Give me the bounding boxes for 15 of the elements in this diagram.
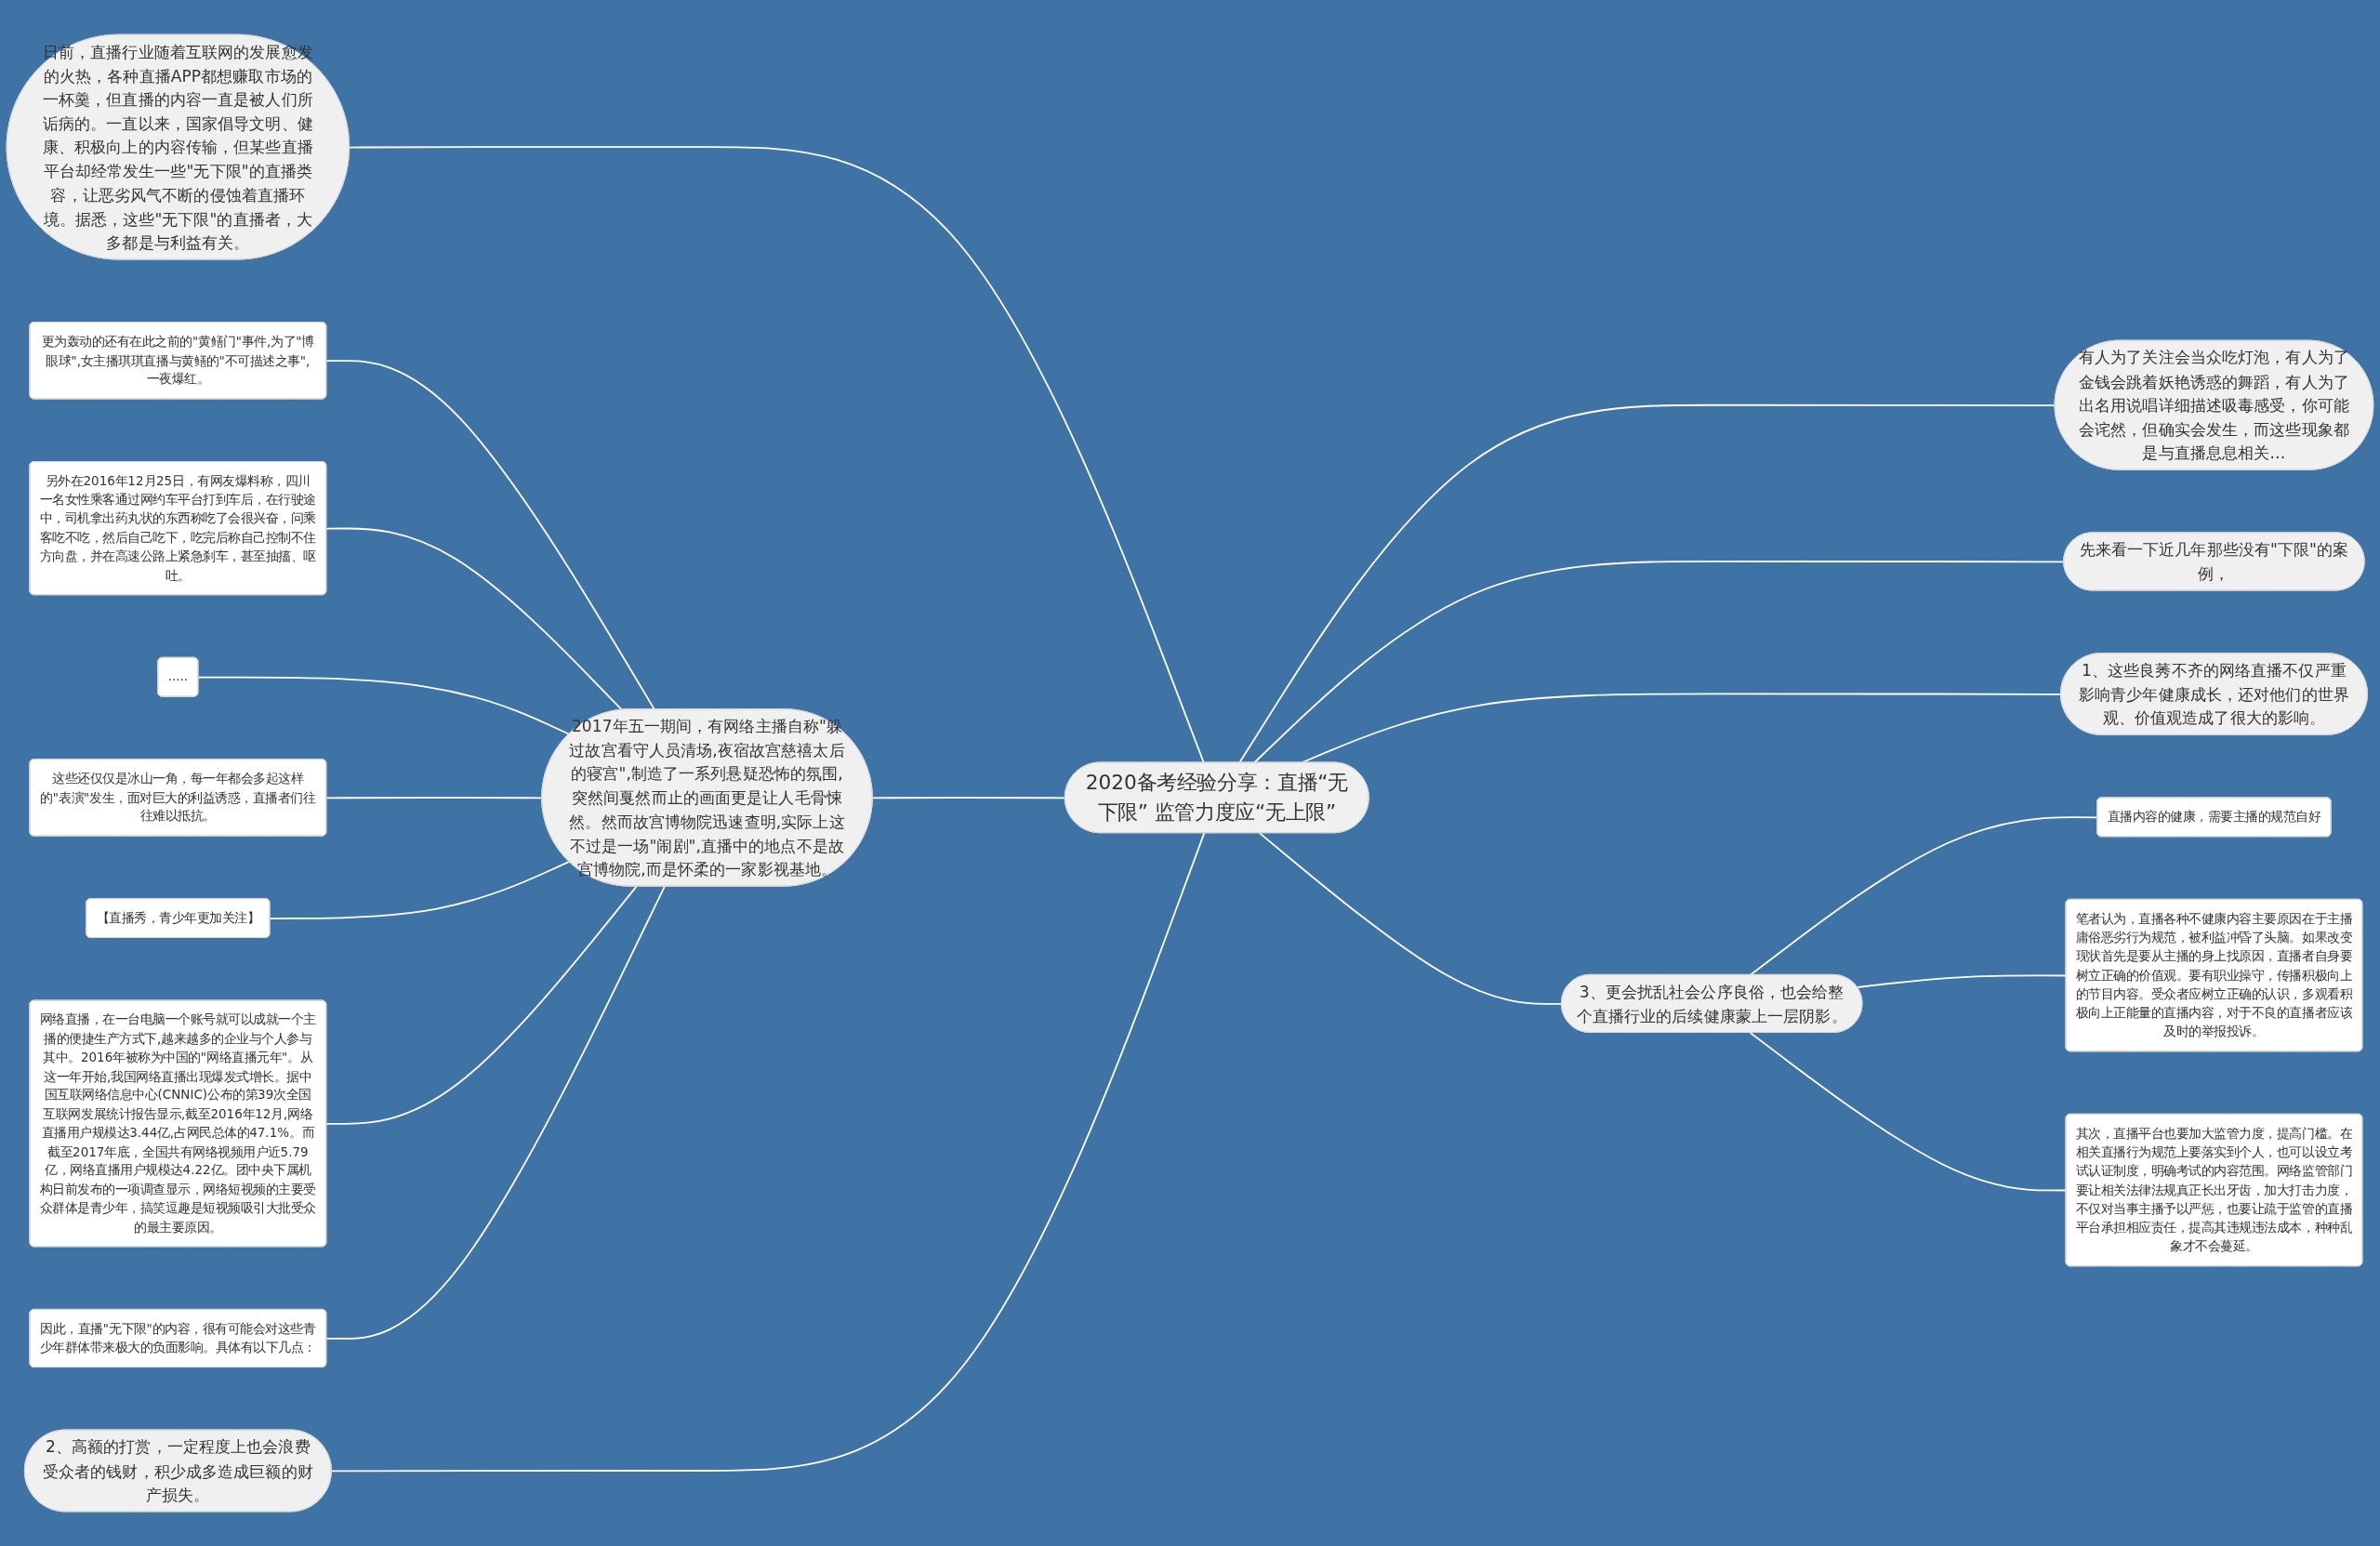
connector [1258, 832, 1563, 1005]
connector [349, 146, 1205, 764]
connector [269, 860, 571, 919]
connector [325, 527, 623, 711]
connector [325, 360, 655, 710]
connector [1301, 693, 2062, 764]
connector [871, 797, 1066, 799]
connector [1749, 1032, 2068, 1192]
connector [325, 885, 638, 1125]
connector [197, 676, 571, 735]
connector [1238, 403, 2056, 764]
connector [1253, 560, 2065, 764]
connector [330, 832, 1206, 1473]
connector [325, 885, 666, 1340]
connector [1856, 974, 2068, 988]
